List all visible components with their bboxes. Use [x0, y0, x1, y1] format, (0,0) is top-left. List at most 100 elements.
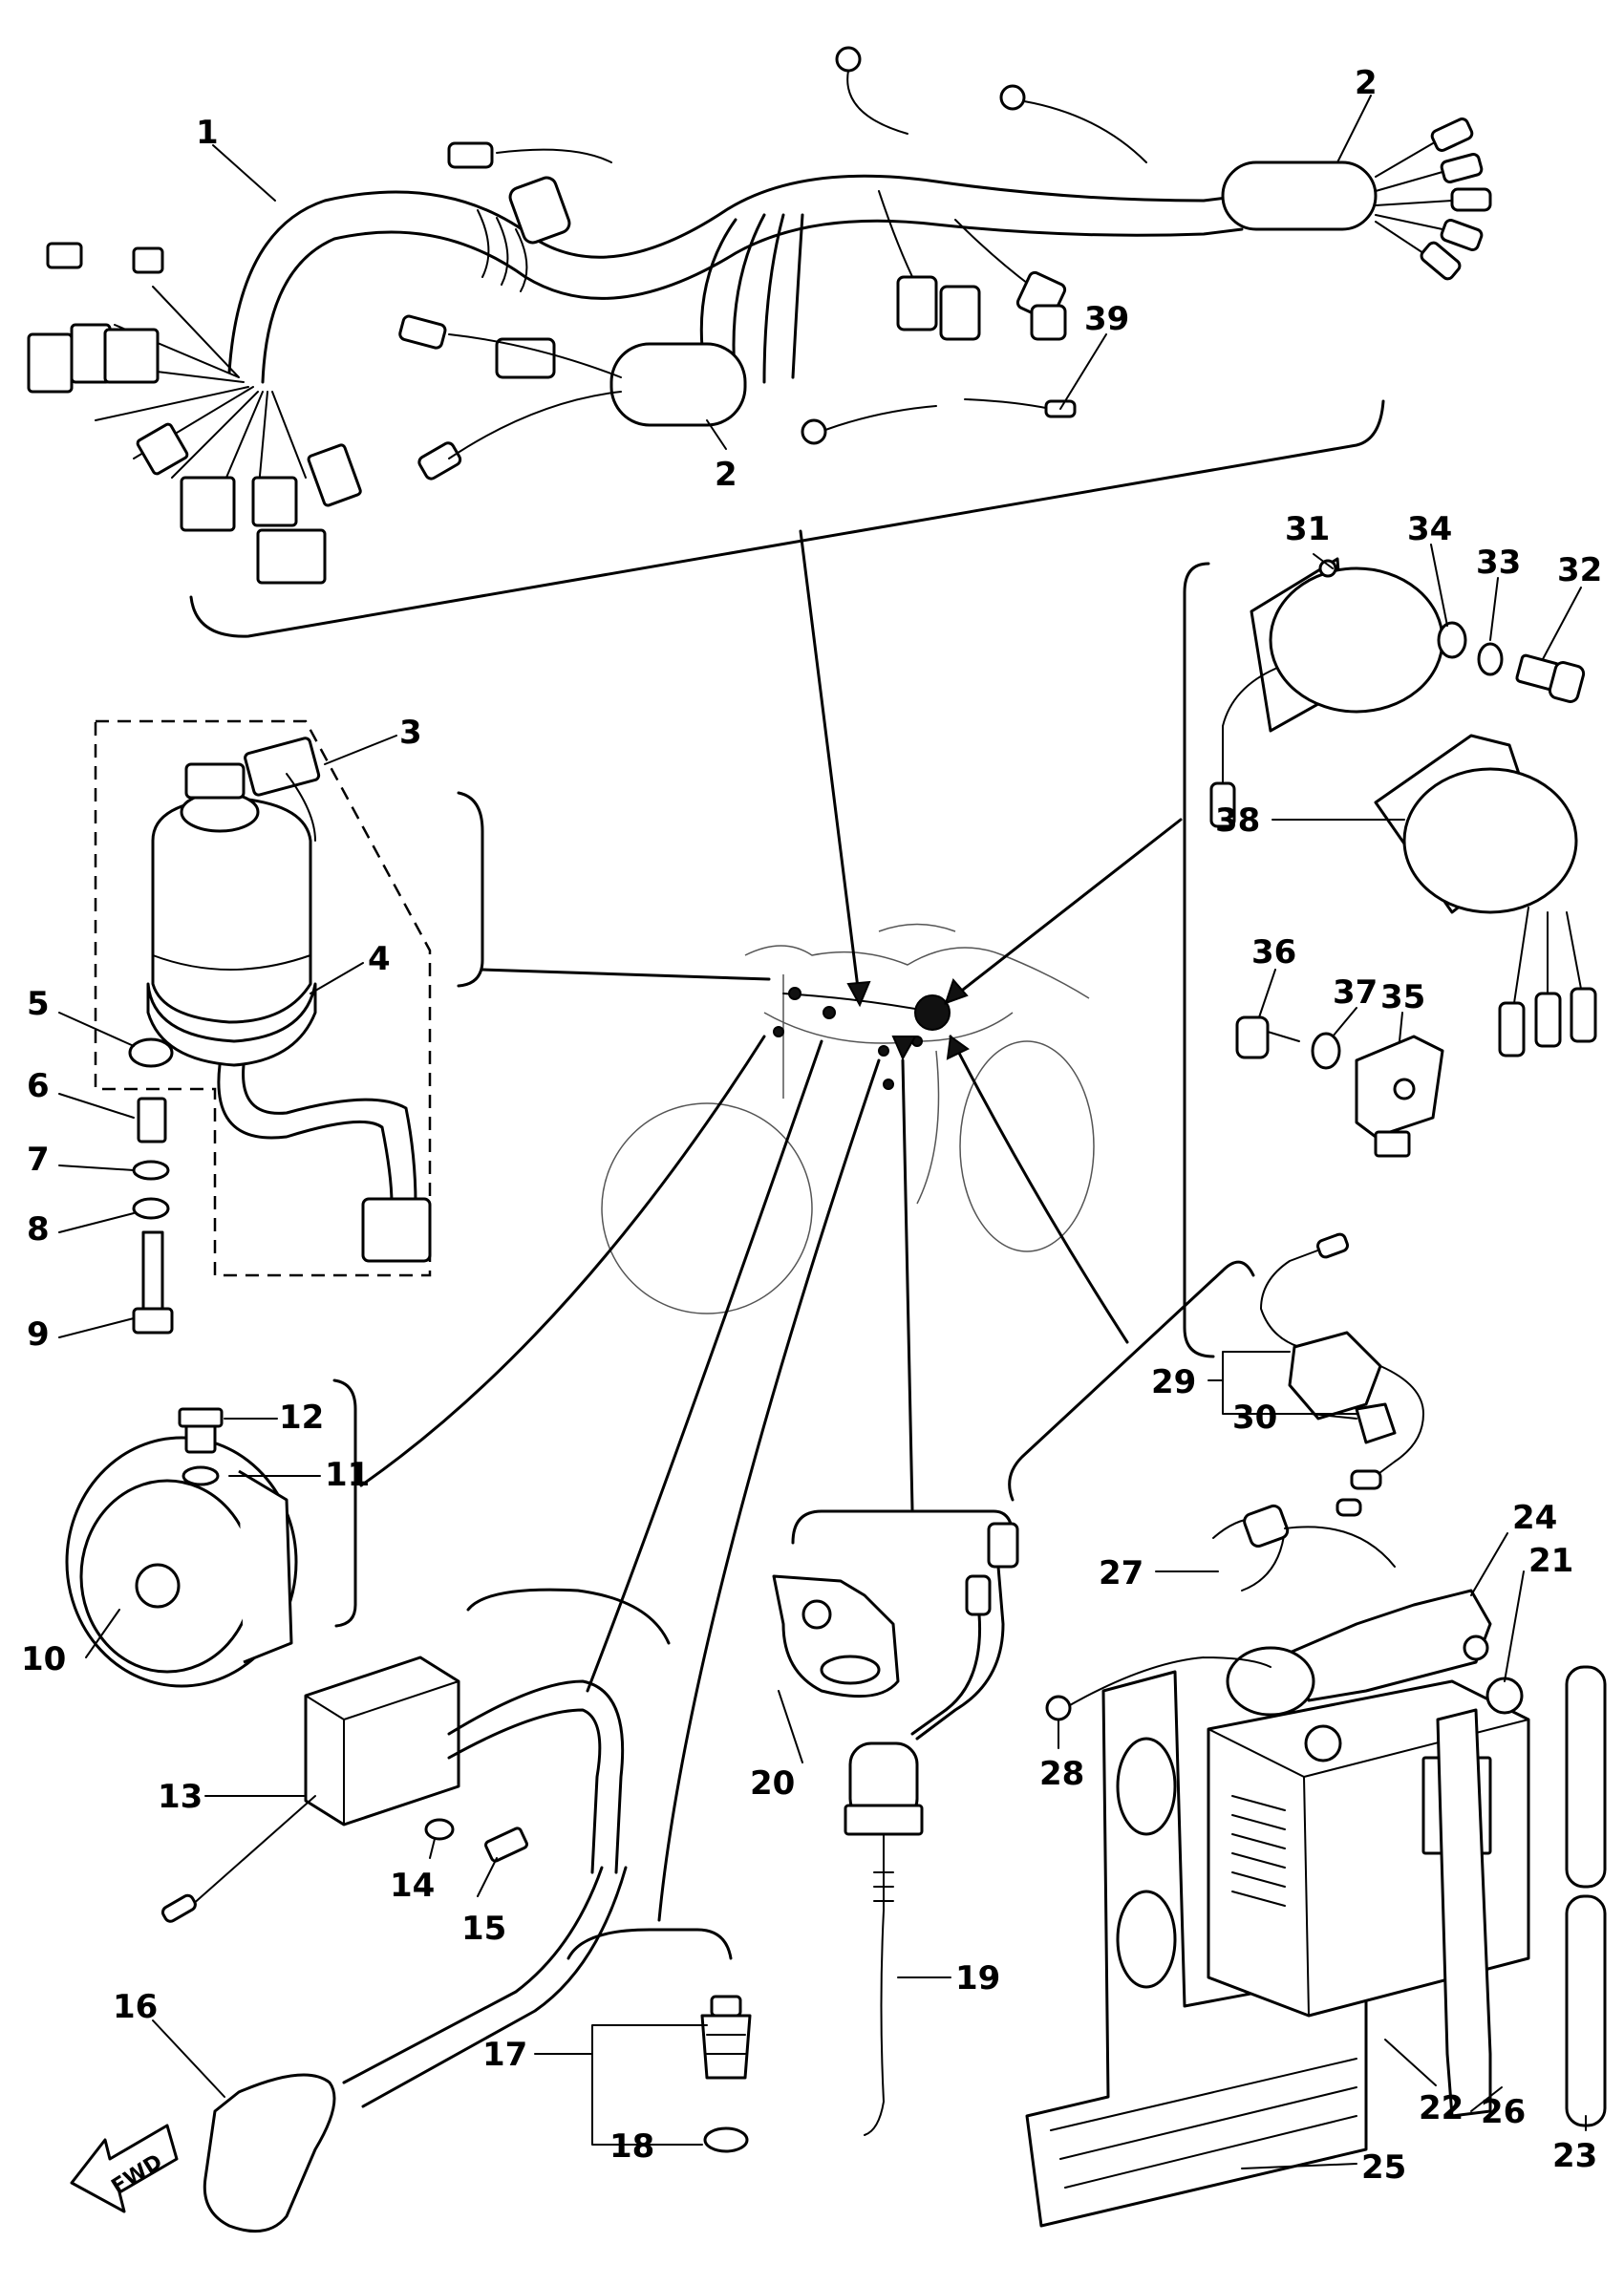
screw-36: [1235, 1015, 1270, 1059]
callout-37: 37: [1333, 973, 1378, 1012]
harness-clamp-lower: [609, 342, 747, 427]
harness-clamp-upper: [1221, 160, 1378, 231]
callout-20: 20: [750, 1764, 795, 1803]
callout-11: 11: [325, 1456, 370, 1494]
relay-location-marker: [914, 994, 951, 1031]
leader-lines: [359, 529, 1183, 1922]
callout-16: 16: [113, 1988, 158, 2026]
callout-10: 10: [21, 1640, 66, 1678]
main-switch-bracket: [457, 791, 484, 988]
lock-washer-8: [132, 1197, 170, 1220]
ignition-coil-body: [304, 1656, 460, 1827]
breather-tube-23a: [1565, 1665, 1607, 1889]
neutral-switch-group: [566, 1928, 752, 2153]
callout-2-lower: 2: [715, 456, 737, 494]
sensor-bracket: [791, 1509, 1015, 1545]
callout-1: 1: [196, 114, 219, 152]
callout-14: 14: [390, 1867, 435, 1905]
callout-2-upper: 2: [1355, 64, 1378, 102]
forward-direction-indicator: FWD: [70, 2124, 179, 2213]
callout-28: 28: [1039, 1755, 1084, 1793]
callout-4: 4: [368, 940, 391, 978]
fuel-part-29: [1288, 1331, 1382, 1421]
rear-wheel-outline: [959, 1040, 1095, 1252]
callout-26: 26: [1481, 2093, 1526, 2131]
ignition-coil-bracket: [466, 1588, 671, 1645]
callout-7: 7: [27, 1141, 50, 1179]
callout-18: 18: [609, 2127, 654, 2166]
battery-holder-25: [1025, 1670, 1368, 2228]
callout-8: 8: [27, 1210, 50, 1249]
motorcycle-outline: [601, 923, 1095, 1314]
battery-strap-26: [1436, 1708, 1492, 2118]
horn-washer-11: [182, 1465, 220, 1486]
callout-23: 23: [1552, 2137, 1597, 2175]
neutral-switch-body: [700, 2014, 752, 2080]
callout-12: 12: [279, 1399, 324, 1437]
bolt-9-shank: [141, 1230, 164, 1315]
callout-leaders: [58, 95, 1587, 2169]
callout-3: 3: [399, 714, 422, 752]
spark-plug-cap: [203, 2073, 336, 2233]
fuel-component-bracket: [1008, 1260, 1255, 1502]
callout-25: 25: [1361, 2148, 1406, 2187]
callout-5: 5: [27, 985, 50, 1023]
callout-38: 38: [1215, 801, 1260, 840]
washer-37: [1311, 1032, 1341, 1070]
callout-30: 30: [1232, 1399, 1277, 1437]
callout-39: 39: [1084, 300, 1129, 338]
harness-bracket: [189, 399, 1385, 638]
callout-13: 13: [158, 1778, 203, 1816]
ignition-coil-group: FWD: [70, 1588, 671, 2233]
horn-group: [65, 1378, 357, 1688]
bolt-9-head: [132, 1307, 174, 1335]
callout-labels: 1 2 2 3 4 5 6 7 8 9 10 11 12 13 14 15 16…: [21, 64, 1602, 2187]
callout-36: 36: [1251, 933, 1296, 972]
collar-6: [137, 1097, 167, 1143]
main-switch-assembly-outline: [94, 719, 432, 1277]
callout-19: 19: [955, 1959, 1000, 1998]
terminal-28: [1045, 1695, 1072, 1721]
fuel-part-30: [1355, 1402, 1397, 1444]
breather-tube-23b: [1565, 1894, 1607, 2127]
harness-connectors-middle: [398, 141, 622, 481]
callout-17: 17: [482, 2036, 527, 2074]
washer-7: [132, 1160, 170, 1181]
grommet-5: [128, 1037, 174, 1068]
callout-35: 35: [1380, 978, 1425, 1016]
harness-connectors-left: [27, 242, 362, 585]
harness-connectors-right: [1375, 118, 1492, 281]
callout-29: 29: [1151, 1363, 1196, 1401]
callout-33: 33: [1476, 544, 1521, 582]
ground-lead-39: [801, 398, 1077, 445]
callout-21: 21: [1528, 1542, 1573, 1580]
fuel-component-group: [1008, 1232, 1424, 1517]
callout-15: 15: [461, 1910, 506, 1948]
sensor-group: [772, 1509, 1019, 2136]
callout-24: 24: [1512, 1499, 1557, 1537]
component-38: [1402, 767, 1578, 914]
battery-group: [1025, 1504, 1607, 2228]
callout-32: 32: [1557, 551, 1602, 589]
callout-31: 31: [1285, 510, 1330, 548]
neutral-switch-bracket: [566, 1928, 733, 1960]
main-switch-coupler: [361, 1197, 432, 1263]
front-wheel-outline: [601, 1102, 813, 1314]
cover-24: [1288, 1589, 1492, 1702]
callout-6: 6: [27, 1067, 50, 1105]
callout-9: 9: [27, 1315, 50, 1354]
callout-34: 34: [1407, 510, 1452, 548]
breather-21: [1485, 1677, 1524, 1715]
coil-washer-14: [424, 1818, 455, 1841]
horn-bracket: [332, 1378, 357, 1628]
main-switch-group: [94, 719, 484, 1335]
coil-screw-15: [484, 1827, 528, 1863]
harness-connectors-center: [878, 190, 1067, 341]
relay-bracket: [1183, 562, 1215, 1358]
washer-34: [1437, 621, 1467, 659]
neutral-switch-gasket: [703, 2126, 749, 2153]
callout-22: 22: [1419, 2089, 1464, 2127]
callout-27: 27: [1099, 1554, 1143, 1592]
rectifier-relay-group: [1183, 557, 1597, 1358]
